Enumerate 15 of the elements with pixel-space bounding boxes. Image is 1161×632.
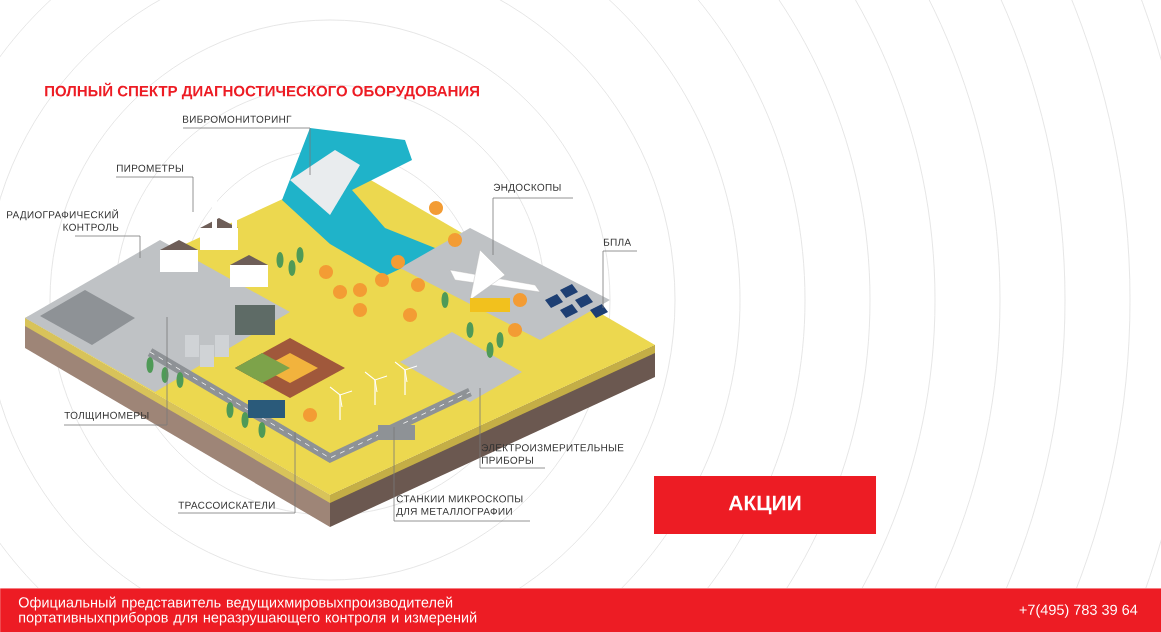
callout-label: РАДИОГРАФИЧЕСКИЙ КОНТРОЛЬ bbox=[7, 209, 119, 231]
callout-label: СТАНКИИ МИКРОСКОПЫ ДЛЯ МЕТАЛЛОГРАФИИ bbox=[396, 495, 523, 517]
promo-button: АКЦИИ bbox=[654, 476, 876, 534]
leader-line bbox=[393, 426, 531, 522]
callout-label: ЭНДОСКОПЫ bbox=[493, 183, 561, 193]
leader-line bbox=[63, 316, 168, 426]
leader-line bbox=[177, 431, 296, 514]
phone-number: +7(495) 783 39 64 bbox=[1019, 604, 1138, 618]
callout-label: ПИРОМЕТРЫ bbox=[117, 164, 183, 172]
callout-label: БПЛА bbox=[604, 238, 632, 246]
callout-label: ВИБРОМОНИТОРИНГ bbox=[183, 115, 292, 123]
heading: ПОЛНЫЙ СПЕКТР ДИАГНОСТИЧЕСКОГО ОБОРУДОВАНИЯ bbox=[45, 82, 479, 100]
leader-line bbox=[479, 387, 546, 469]
callout-label: ТРАССОИСКАТЕЛИ bbox=[178, 501, 275, 509]
tagline: Официальный представитель ведущихмировыхпроизводителей портативныхприборов для неразрушающего контроля и измерений bbox=[18, 596, 477, 626]
